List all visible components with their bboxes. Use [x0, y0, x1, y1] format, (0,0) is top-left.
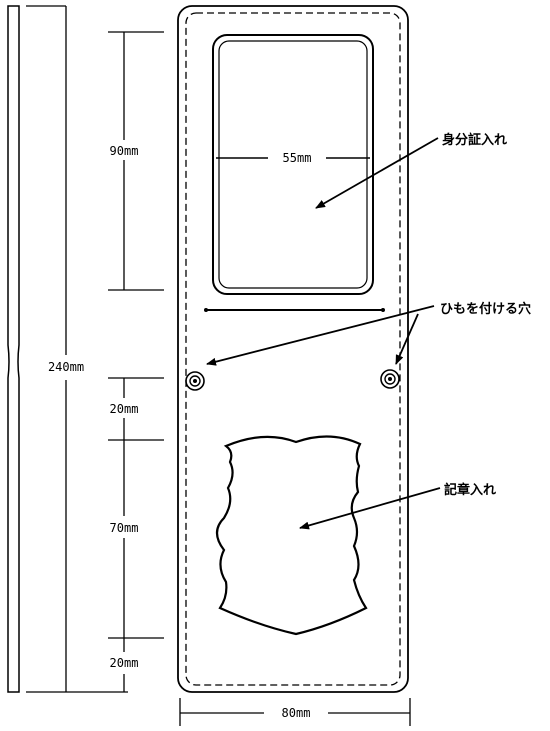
gap-height-label: 20mm: [110, 402, 139, 416]
bottom-margin-dimension: 20mm: [110, 638, 139, 692]
gap-height-dimension: 20mm: [108, 377, 164, 441]
side-profile-view: [7, 5, 20, 693]
total-length-dimension: 240mm: [26, 5, 128, 693]
total-width-dimension: 80mm: [179, 698, 411, 726]
holder-body: [177, 5, 409, 693]
bottom-margin-label: 20mm: [110, 656, 139, 670]
side-profile-outline: [7, 5, 20, 693]
id-card-window: 55mm: [212, 34, 374, 295]
id-pocket-height-dimension: 90mm: [108, 31, 164, 291]
holder-outer-outline: [177, 5, 409, 693]
id-card-window-inner: [218, 40, 368, 289]
badge-window: [215, 435, 368, 636]
badge-pocket-height-label: 70mm: [110, 521, 139, 535]
holder-stitching-line: [185, 12, 401, 686]
id-card-holder-label: 身分証入れ: [442, 132, 507, 148]
badge-holder-callout: 記章入れ: [299, 482, 496, 530]
strap-holes-callout: ひもを付ける穴: [206, 301, 531, 366]
strap-hole-left: [185, 371, 205, 391]
total-length-label: 240mm: [48, 360, 84, 374]
id-pocket-height-label: 90mm: [110, 144, 139, 158]
id-pocket-width-label: 55mm: [283, 151, 312, 165]
total-width-label: 80mm: [282, 706, 311, 720]
badge-holder-label: 記章入れ: [444, 482, 496, 498]
strap-holes-label: ひもを付ける穴: [440, 301, 531, 317]
badge-window-outline: [215, 435, 368, 636]
id-card-holder-callout: 身分証入れ: [315, 132, 507, 209]
badge-pocket-height-dimension: 70mm: [108, 440, 164, 639]
id-card-window-outer: [212, 34, 374, 295]
strap-hole-right: [380, 369, 400, 389]
id-window-width-arrow: [204, 308, 385, 312]
